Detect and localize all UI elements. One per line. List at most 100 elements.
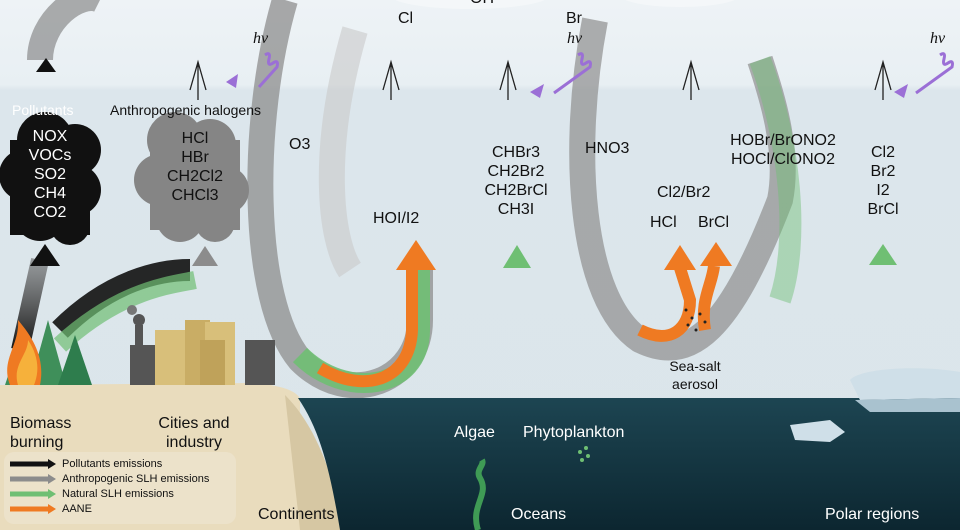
hv-label-cities: hν (253, 30, 269, 47)
label-oceans: Oceans (511, 506, 567, 523)
legend-swatch-natural (10, 489, 56, 499)
light-wave-algae (553, 52, 592, 95)
label-biomass: Biomass burning (10, 415, 72, 452)
halogen-cloud (134, 112, 249, 242)
species-co2: CO2 (33, 203, 67, 221)
species-ch2brcl: CH2BrCl (484, 181, 548, 199)
aane-loop-band (316, 262, 418, 388)
label-o3: O3 (289, 136, 311, 153)
label-cl: Cl (398, 10, 414, 27)
seasalt-arrowhead-left (664, 245, 696, 270)
polar-species-list: Cl2 Br2 I2 BrCl (858, 144, 908, 220)
label-hno3: HNO3 (585, 140, 630, 157)
light-wave-cities (257, 52, 279, 89)
ice-floe-small (790, 420, 845, 442)
label-continents: Continents (258, 506, 335, 523)
species-polar-cl2: Cl2 (870, 144, 895, 161)
species-ch4: CH4 (33, 184, 66, 202)
coastline (285, 395, 345, 530)
label-seasalt-brcl: BrCl (698, 214, 730, 231)
species-vocs: VOCs (28, 146, 72, 164)
label-seasalt: Sea-salt aerosol (669, 358, 721, 392)
legend: Pollutants emissions Anthropogenic SLH e… (4, 452, 236, 524)
species-polar-br2: Br2 (870, 162, 896, 180)
legend-label-aane: AANE (62, 503, 92, 515)
label-oh: OH (470, 0, 494, 9)
legend-swatch-anthropogenic (10, 474, 56, 484)
photolysis-arrow-algae (499, 59, 517, 100)
polar-arrowhead (869, 244, 897, 265)
label-cl2-br2: Cl2/Br2 (657, 184, 711, 201)
o3-downward-band (318, 26, 368, 278)
biomass-arrowhead (30, 244, 60, 266)
light-arrowhead-polar (894, 84, 908, 98)
legend-swatch-pollutants (10, 459, 56, 469)
polar-green-band (749, 56, 802, 304)
label-cities: Cities and industry (158, 415, 230, 452)
photolysis-arrow-polar (874, 59, 892, 100)
pollutants-title: Pollutants (12, 102, 74, 118)
photolysis-arrow-cities (189, 59, 207, 100)
legend-label-pollutants: Pollutants emissions (62, 458, 163, 470)
species-polar-i2: I2 (876, 181, 890, 199)
species-ch2cl2: CH2Cl2 (166, 167, 223, 185)
species-hocl: HOCl/ClONO2 (730, 150, 835, 168)
species-hbr: HBr (181, 148, 209, 166)
pollutant-arrowhead (36, 58, 56, 72)
halogen-species-list: HCl HBr CH2Cl2 CHCl3 (150, 130, 240, 206)
species-ch3i: CH3I (497, 200, 535, 218)
seasalt-aane-left (637, 266, 697, 342)
buildings (155, 320, 235, 385)
hoi-arrowhead (396, 240, 436, 270)
legend-item-natural: Natural SLH emissions (10, 487, 174, 501)
seasalt-upper-species: HOBr/BrONO2 HOCl/ClONO2 (718, 132, 848, 170)
label-phytoplankton: Phytoplankton (523, 424, 625, 441)
hno3-loop-band (569, 17, 796, 361)
species-hcl: HCl (181, 130, 209, 147)
pollutant-species-list: NOX VOCs SO2 CH4 CO2 (10, 128, 90, 222)
species-hobr: HOBr/BrONO2 (730, 132, 836, 149)
label-polar: Polar regions (825, 506, 920, 523)
species-nox: NOX (32, 128, 68, 145)
light-arrowhead-algae (530, 84, 544, 98)
species-so2: SO2 (33, 165, 66, 183)
species-polar-brcl: BrCl (867, 200, 899, 218)
legend-label-anthropogenic: Anthropogenic SLH emissions (62, 473, 210, 485)
legend-item-pollutants: Pollutants emissions (10, 457, 162, 471)
anthropogenic-title: Anthropogenic halogens (110, 102, 262, 118)
ice-floe-large (850, 368, 960, 400)
biomass-natural-band (53, 271, 197, 352)
legend-item-anthropogenic: Anthropogenic SLH emissions (10, 472, 209, 486)
label-br: Br (566, 10, 582, 27)
top-cloud (395, 0, 545, 9)
algae-arrowhead (503, 245, 531, 268)
algae-species-list: CHBr3 CH2Br2 CH2BrCl CH3I (468, 144, 564, 220)
species-chbr3: CHBr3 (491, 144, 540, 161)
legend-swatch-aane (10, 504, 56, 514)
hv-label-algae: hν (567, 30, 583, 47)
cities-arrowhead (192, 246, 218, 266)
cities-pollutant-band (52, 259, 191, 338)
seaweed (473, 458, 486, 530)
seasalt-arrowhead-right (700, 242, 732, 266)
pollutant-upper-band (27, 0, 100, 62)
label-algae: Algae (454, 424, 495, 441)
legend-label-natural: Natural SLH emissions (62, 488, 174, 500)
sea-salt-dots (684, 308, 707, 332)
hv-label-polar: hν (930, 30, 946, 47)
photolysis-arrow-o3 (382, 59, 400, 100)
light-wave-polar (915, 52, 954, 95)
ice-floe-shadow (855, 398, 960, 412)
label-seasalt-hcl: HCl (650, 214, 677, 231)
pollutant-cloud (0, 112, 101, 245)
photolysis-arrow-seasalt (682, 59, 700, 100)
phytoplankton-dots (578, 446, 590, 462)
species-ch2br2: CH2Br2 (487, 162, 545, 180)
legend-item-aane: AANE (10, 502, 92, 516)
label-hoi: HOI/I2 (373, 210, 420, 227)
forest (5, 320, 92, 385)
species-chcl3: CHCl3 (171, 186, 219, 204)
top-cloud (625, 0, 735, 7)
light-arrowhead-cities (226, 74, 238, 88)
